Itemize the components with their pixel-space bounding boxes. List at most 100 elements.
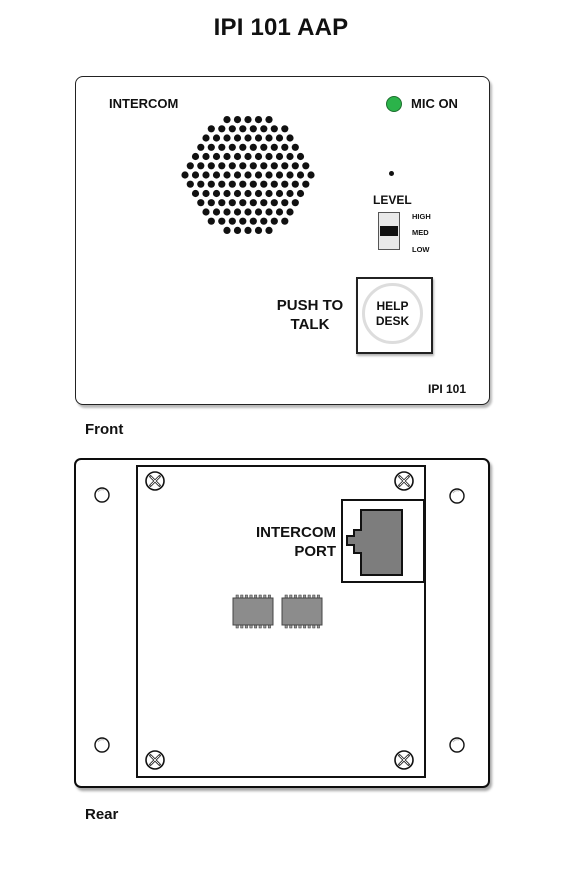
speaker-hole xyxy=(218,143,226,151)
speaker-hole xyxy=(191,189,200,198)
speaker-hole xyxy=(223,171,231,179)
speaker-hole xyxy=(191,171,200,179)
speaker-hole xyxy=(244,189,252,198)
speaker-hole xyxy=(265,171,273,179)
speaker-hole xyxy=(296,171,305,179)
speaker-hole xyxy=(254,134,263,142)
speaker-hole xyxy=(218,199,226,207)
help-desk-button[interactable]: HELP DESK xyxy=(356,277,433,354)
speaker-hole xyxy=(233,208,242,216)
speaker-hole xyxy=(244,134,252,142)
speaker-hole xyxy=(254,171,263,179)
port-label-line1: INTERCOM xyxy=(256,524,336,541)
help-button-line2: DESK xyxy=(375,313,410,328)
speaker-hole xyxy=(286,152,294,161)
chip-icon xyxy=(232,594,323,629)
level-option-high: HIGH xyxy=(412,212,431,221)
speaker-hole xyxy=(270,199,278,207)
speaker-hole xyxy=(286,189,294,198)
speaker-hole xyxy=(302,162,310,170)
speaker-hole xyxy=(275,208,284,216)
speaker-hole xyxy=(239,199,247,207)
screw-slot-highlight xyxy=(399,476,409,486)
speaker-hole xyxy=(239,143,247,151)
speaker-hole xyxy=(260,199,268,207)
speaker-hole xyxy=(275,152,284,161)
speaker-hole xyxy=(254,152,263,161)
mic-on-led-icon xyxy=(386,96,402,112)
speaker-hole xyxy=(270,180,278,188)
chip-body xyxy=(232,597,274,626)
screw-slot-highlight xyxy=(150,755,160,765)
speaker-hole xyxy=(275,134,284,142)
speaker-hole xyxy=(218,217,226,225)
speaker-hole xyxy=(270,125,278,133)
speaker-hole xyxy=(207,180,215,188)
chip-body xyxy=(281,597,323,626)
speaker-hole xyxy=(239,217,247,225)
speaker-hole xyxy=(291,199,299,207)
speaker-hole xyxy=(197,143,205,151)
speaker-hole xyxy=(244,208,252,216)
speaker-hole xyxy=(265,189,273,198)
help-button-line1: HELP xyxy=(376,298,409,313)
speaker-hole xyxy=(265,134,273,142)
speaker-hole xyxy=(281,217,289,225)
speaker-hole xyxy=(244,226,252,234)
speaker-hole xyxy=(281,199,289,207)
speaker-hole xyxy=(291,143,299,151)
speaker-hole xyxy=(202,189,210,198)
speaker-hole xyxy=(254,226,263,234)
help-desk-button-face[interactable]: HELP DESK xyxy=(362,283,423,344)
speaker-hole xyxy=(223,208,231,216)
speaker-hole xyxy=(186,162,194,170)
screw-icon xyxy=(145,471,414,770)
speaker-hole xyxy=(270,162,278,170)
speaker-hole xyxy=(244,171,252,179)
speaker-hole xyxy=(228,199,236,207)
speaker-hole xyxy=(281,125,289,133)
level-switch[interactable] xyxy=(378,212,400,250)
speaker-hole xyxy=(197,162,205,170)
speaker-hole xyxy=(207,162,215,170)
speaker-hole xyxy=(307,171,315,179)
speaker-hole xyxy=(244,116,252,124)
speaker-hole xyxy=(260,143,268,151)
push-to-talk-line2: TALK xyxy=(290,316,330,333)
port-label-line2: PORT xyxy=(294,543,336,560)
speaker-hole xyxy=(233,189,242,198)
level-label: LEVEL xyxy=(373,193,412,207)
speaker-hole xyxy=(275,171,284,179)
speaker-hole xyxy=(265,208,273,216)
speaker-hole xyxy=(186,180,194,188)
speaker-hole xyxy=(223,189,231,198)
speaker-hole xyxy=(207,143,215,151)
speaker-hole xyxy=(202,134,210,142)
level-indicator-dot xyxy=(389,171,394,176)
level-switch-knob[interactable] xyxy=(380,226,398,236)
speaker-hole xyxy=(239,180,247,188)
speaker-hole xyxy=(233,116,242,124)
speaker-hole xyxy=(291,162,299,170)
speaker-hole xyxy=(228,125,236,133)
speaker-hole xyxy=(302,180,310,188)
speaker-hole xyxy=(260,217,268,225)
level-option-med: MED xyxy=(412,228,429,237)
intercom-port-label: INTERCOM PORT xyxy=(236,523,336,561)
speaker-hole xyxy=(286,208,294,216)
speaker-hole xyxy=(223,134,231,142)
speaker-hole xyxy=(233,226,242,234)
speaker-hole xyxy=(249,125,257,133)
speaker-hole xyxy=(265,152,273,161)
speaker-hole xyxy=(249,143,257,151)
level-option-low: LOW xyxy=(412,245,430,254)
speaker-hole xyxy=(249,162,257,170)
front-caption: Front xyxy=(85,421,124,438)
speaker-hole xyxy=(260,162,268,170)
speaker-hole xyxy=(260,125,268,133)
speaker-hole xyxy=(296,189,305,198)
speaker-hole xyxy=(265,226,273,234)
speaker-hole xyxy=(197,180,205,188)
speaker-hole xyxy=(239,162,247,170)
